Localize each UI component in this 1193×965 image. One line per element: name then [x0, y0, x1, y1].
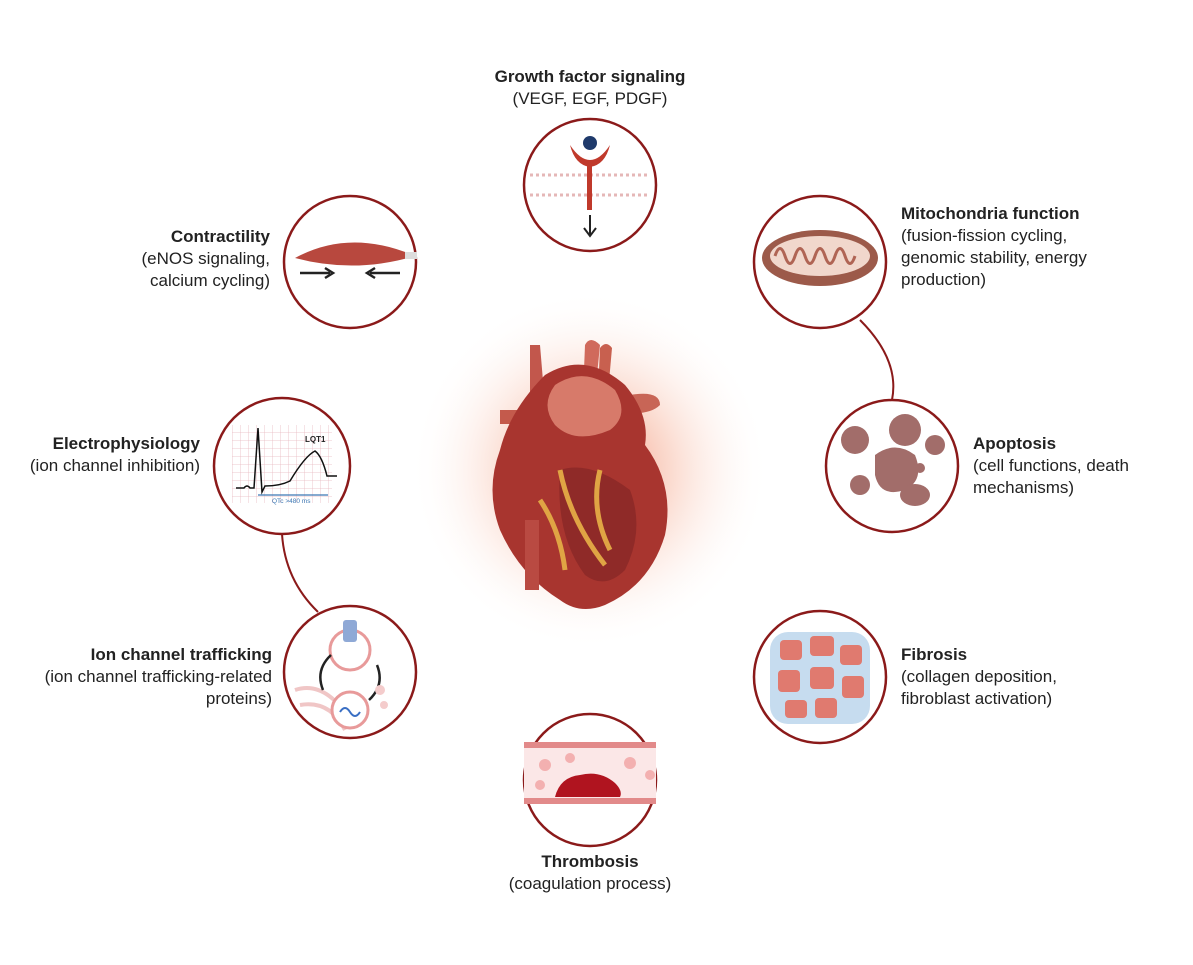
connector-line	[281, 533, 319, 613]
node-description: (coagulation process)	[508, 874, 672, 893]
connector-line	[859, 319, 895, 401]
label-ion-channel: Ion channel trafficking (ion channel tra…	[40, 644, 272, 710]
node-title: Growth factor signaling	[494, 67, 686, 86]
node-description: (collagen deposition, fibroblast activat…	[901, 667, 1057, 708]
node-description: (ion channel inhibition)	[29, 456, 200, 475]
label-electrophysiology: Electrophysiology (ion channel inhibitio…	[20, 433, 200, 477]
node-title: Apoptosis	[973, 434, 1057, 453]
node-title: Mitochondria function	[901, 204, 1080, 223]
ecg-icon: LQT1 QTc >480 ms	[232, 425, 337, 505]
blood-clot-icon	[524, 742, 656, 804]
node-description: (fusion-fission cycling, genomic stabili…	[901, 226, 1087, 289]
heart-icon	[492, 340, 668, 609]
label-growth-factor: Growth factor signaling (VEGF, EGF, PDGF…	[440, 66, 740, 110]
node-title: Contractility	[170, 227, 270, 246]
mitochondria-icon	[762, 230, 878, 286]
apoptotic-cell-icon	[841, 414, 945, 506]
label-mitochondria: Mitochondria function (fusion-fission cy…	[901, 203, 1101, 291]
receptor-icon	[530, 136, 650, 238]
label-apoptosis: Apoptosis (cell functions, death mechani…	[973, 433, 1163, 499]
fibroblast-icon	[770, 632, 870, 724]
node-title: Thrombosis	[541, 852, 639, 871]
node-description: (VEGF, EGF, PDGF)	[512, 89, 668, 108]
node-description: (ion channel trafficking-related protein…	[44, 667, 272, 708]
node-description: (eNOS signaling, calcium cycling)	[141, 249, 270, 290]
vesicle-icon	[294, 620, 388, 731]
node-title: Fibrosis	[901, 645, 968, 664]
ecg-tag: LQT1	[305, 435, 326, 444]
label-thrombosis: Thrombosis (coagulation process)	[440, 851, 740, 895]
label-contractility: Contractility (eNOS signaling, calcium c…	[100, 226, 270, 292]
node-description: (cell functions, death mechanisms)	[973, 456, 1129, 497]
node-title: Electrophysiology	[52, 434, 200, 453]
ecg-interval: QTc >480 ms	[272, 498, 311, 505]
muscle-icon	[295, 242, 417, 280]
node-title: Ion channel trafficking	[90, 645, 272, 664]
label-fibrosis: Fibrosis (collagen deposition, fibroblas…	[901, 644, 1111, 710]
